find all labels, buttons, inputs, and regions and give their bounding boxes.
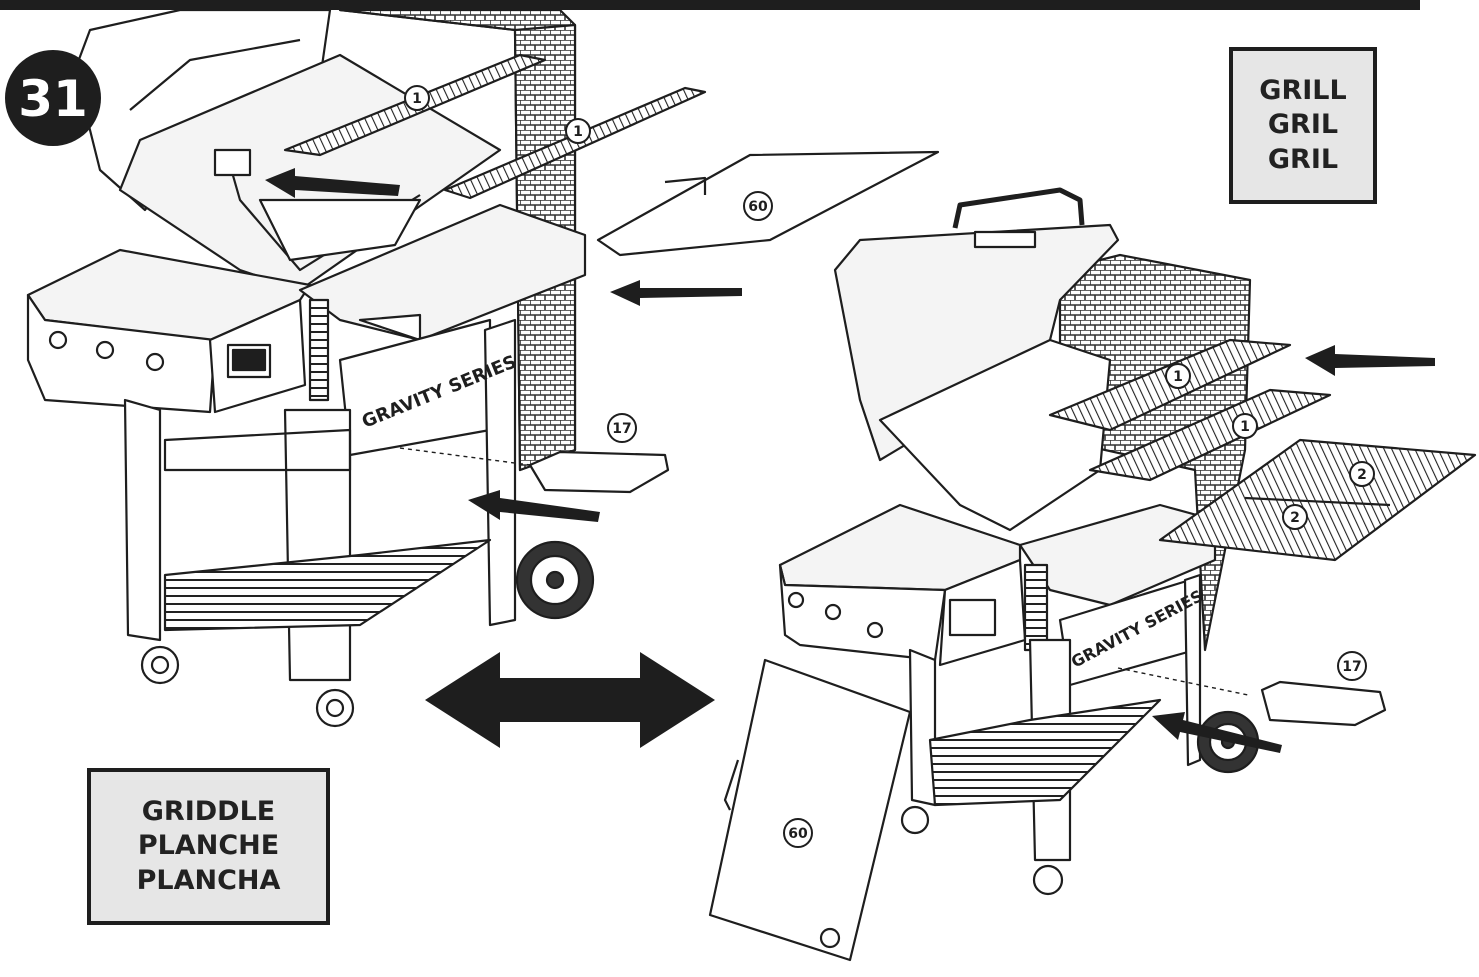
callout-part-1-d: 1 — [1232, 413, 1258, 439]
part-callouts: 1 1 60 17 1 1 2 2 — [404, 85, 1375, 848]
callout-part-17-b: 17 — [1337, 651, 1367, 681]
header-bar — [0, 0, 1420, 10]
callout-part-2-a: 2 — [1349, 461, 1375, 487]
svg-text:1: 1 — [1173, 369, 1183, 385]
callout-part-60-b: 60 — [783, 818, 813, 848]
swap-double-arrow — [425, 652, 715, 748]
svg-text:1: 1 — [573, 124, 583, 140]
grill-label-es: GRIL — [1267, 143, 1339, 175]
svg-text:17: 17 — [612, 421, 631, 437]
svg-text:2: 2 — [1357, 467, 1367, 483]
right-arrows — [1152, 345, 1435, 753]
callout-part-1-a: 1 — [404, 85, 430, 111]
callout-part-2-b: 2 — [1282, 504, 1308, 530]
callout-part-17-a: 17 — [607, 413, 637, 443]
arrow-grease-tray-left — [468, 490, 600, 522]
svg-text:17: 17 — [1342, 659, 1361, 675]
step-number: 31 — [18, 70, 88, 128]
griddle-label-box: GRIDDLE PLANCHE PLANCHA — [87, 768, 330, 925]
left-arrows — [265, 168, 742, 522]
svg-text:1: 1 — [412, 91, 422, 107]
arrow-into-firebox — [265, 168, 400, 198]
callout-part-1-c: 1 — [1165, 363, 1191, 389]
arrow-grates-right — [1305, 345, 1435, 376]
grill-label-en: GRILL — [1259, 74, 1347, 106]
griddle-label-fr: PLANCHE — [137, 830, 280, 862]
grill-label-fr: GRIL — [1267, 109, 1339, 141]
svg-text:60: 60 — [748, 199, 768, 215]
step-badge-circle — [5, 50, 101, 146]
right-grill-illustration — [708, 187, 1477, 962]
callout-part-1-b: 1 — [565, 118, 591, 144]
griddle-label-es: PLANCHA — [136, 864, 281, 896]
svg-text:60: 60 — [788, 826, 808, 842]
callout-part-60-a: 60 — [743, 191, 773, 221]
arrow-griddle-plate — [610, 280, 742, 306]
svg-text:2: 2 — [1290, 510, 1300, 526]
step-badge: 31 — [5, 50, 101, 146]
griddle-label-en: GRIDDLE — [141, 795, 276, 827]
svg-text:1: 1 — [1240, 419, 1250, 435]
grill-label-box: GRILL GRIL GRIL — [1229, 47, 1377, 204]
arrow-grease-tray-right — [1152, 712, 1282, 753]
